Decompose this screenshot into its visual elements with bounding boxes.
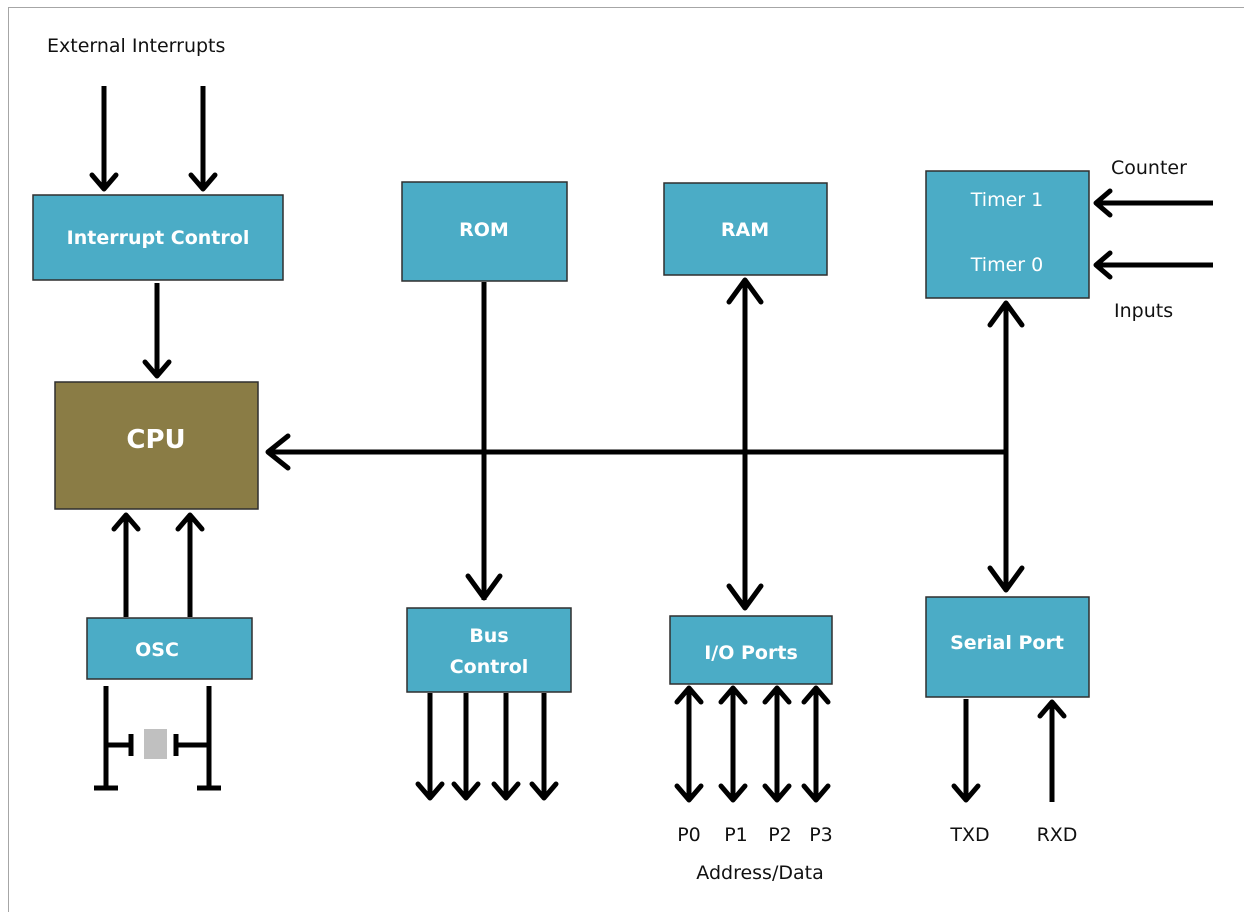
rxd-label: RXD xyxy=(1037,824,1078,846)
ram-to-io-ports-arrow xyxy=(726,277,764,611)
main-bus xyxy=(265,433,1004,471)
io-ports-block: I/O Ports xyxy=(669,615,833,685)
osc-label: OSC xyxy=(135,639,179,661)
timer-block: Timer 1 Timer 0 xyxy=(925,170,1090,299)
io-port-arrows xyxy=(674,685,831,803)
serial-port-block: Serial Port xyxy=(925,596,1090,698)
interrupt-control-label: Interrupt Control xyxy=(67,227,250,249)
interrupt-control-block: Interrupt Control xyxy=(32,194,284,281)
crystal-symbol xyxy=(94,686,221,791)
serial-port-arrows xyxy=(951,699,1067,803)
bus-control-label-line2: Control xyxy=(450,656,529,678)
cpu-label: CPU xyxy=(126,425,185,455)
rom-block: ROM xyxy=(401,181,568,282)
counter-input-arrows xyxy=(1093,188,1213,280)
osc-to-cpu-arrows xyxy=(111,512,205,617)
bus-control-label-line1: Bus xyxy=(469,625,508,647)
timer0-label: Timer 0 xyxy=(970,254,1043,276)
diagram-frame xyxy=(8,7,1244,912)
interrupt-to-cpu-arrow xyxy=(142,283,172,379)
txd-label: TXD xyxy=(949,824,989,846)
timer-to-serial-port-arrow xyxy=(987,300,1025,593)
inputs-label: Inputs xyxy=(1114,300,1173,322)
ram-block: RAM xyxy=(663,182,828,276)
ram-label: RAM xyxy=(721,219,769,241)
port-p1-label: P1 xyxy=(724,824,748,846)
io-ports-label: I/O Ports xyxy=(704,642,798,664)
rom-label: ROM xyxy=(459,219,509,241)
address-data-label: Address/Data xyxy=(696,862,823,884)
port-p2-label: P2 xyxy=(768,824,792,846)
serial-port-label: Serial Port xyxy=(950,632,1064,654)
bus-control-output-arrows xyxy=(415,693,559,801)
port-p3-label: P3 xyxy=(809,824,833,846)
external-interrupts-label: External Interrupts xyxy=(47,35,225,57)
counter-label: Counter xyxy=(1111,157,1187,179)
rom-to-bus-control-arrow xyxy=(465,282,503,601)
cpu-block: CPU xyxy=(54,381,259,510)
timer1-label: Timer 1 xyxy=(970,189,1043,211)
osc-block: OSC xyxy=(86,617,253,680)
port-p0-label: P0 xyxy=(677,824,701,846)
external-interrupt-arrows xyxy=(89,86,218,192)
bus-control-block: Bus Control xyxy=(406,607,572,693)
